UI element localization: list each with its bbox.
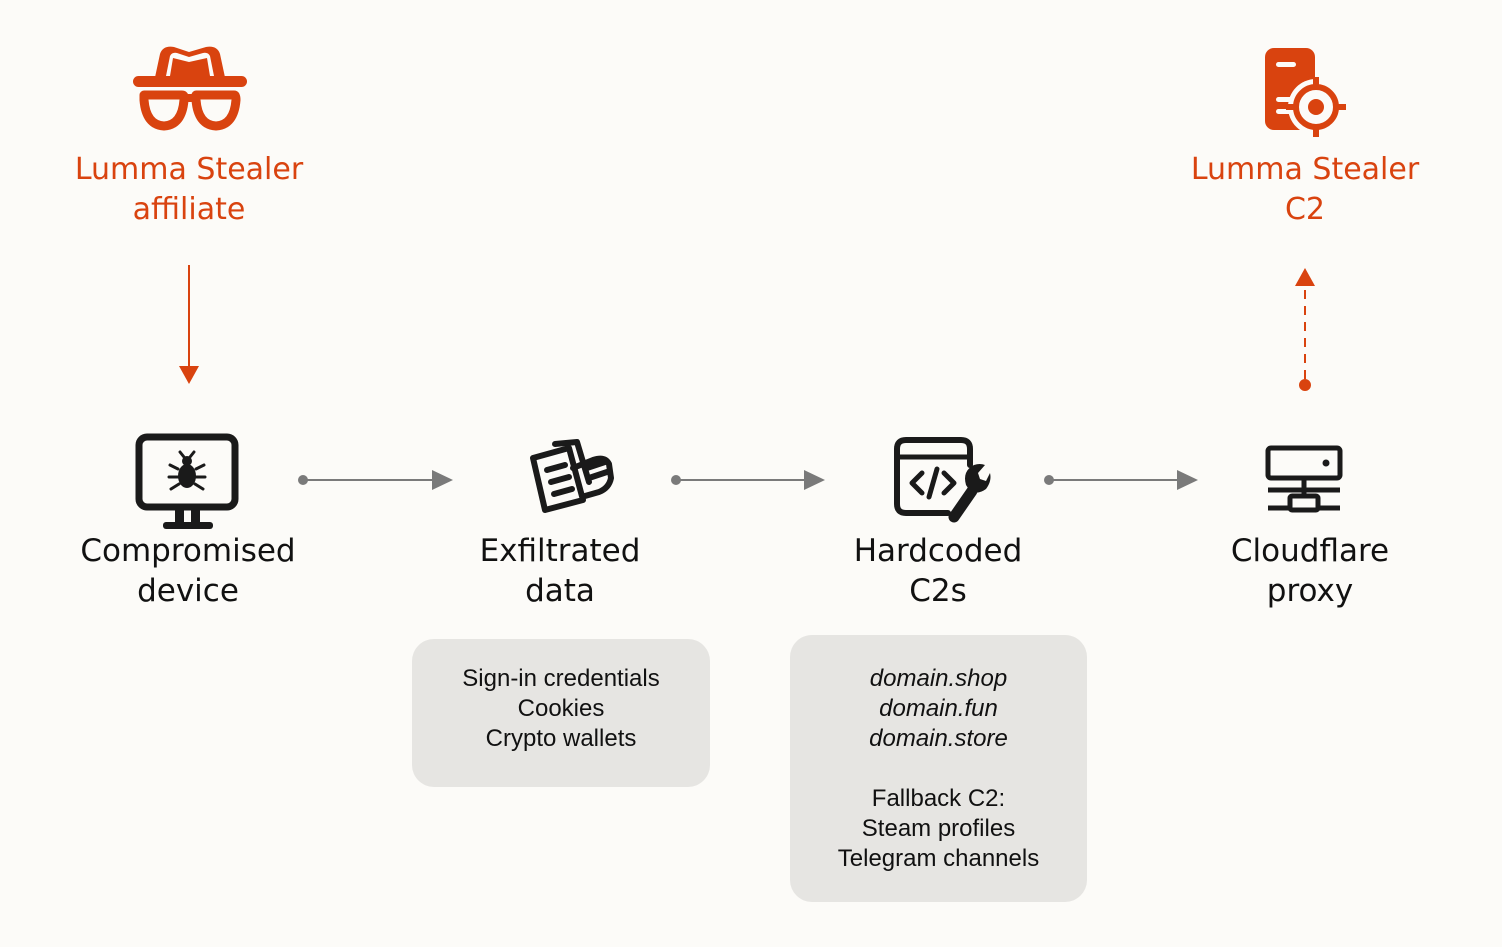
c2s-to-proxy-arrow (1044, 470, 1198, 490)
fallback-c2-title: Fallback C2: (871, 785, 1006, 812)
exfiltrated-label-line1: Exfiltrated (479, 533, 641, 569)
documents-hand-icon (530, 439, 614, 513)
compromised-label-line1: Compromised (80, 533, 296, 569)
exfil-item-cookies: Cookies (517, 695, 605, 722)
network-server-icon (1265, 445, 1343, 513)
compromised-label-line2: device (137, 573, 239, 609)
hardcoded-label-line2: C2s (909, 573, 967, 609)
exfiltrated-data-label: Exfiltrated data (450, 531, 670, 611)
c2-domain-shop: domain.shop (869, 665, 1008, 692)
proxy-to-c2-arrow (1295, 268, 1315, 391)
fallback-telegram: Telegram channels (837, 845, 1040, 872)
c2-domain-fun: domain.fun (879, 695, 998, 722)
exfiltrated-label-line2: data (525, 573, 595, 609)
spy-icon (133, 46, 247, 131)
hardcoded-label-line1: Hardcoded (853, 533, 1023, 569)
c2-label-line2: C2 (1284, 192, 1326, 227)
code-wrench-icon (894, 437, 991, 523)
affiliate-to-device-arrow (179, 265, 199, 384)
cloudflare-label-line2: proxy (1266, 573, 1354, 609)
exfil-item-credentials: Sign-in credentials (462, 665, 660, 692)
infected-monitor-icon (135, 433, 239, 529)
affiliate-label: Lumma Stealer affiliate (70, 150, 308, 230)
fallback-steam: Steam profiles (861, 815, 1016, 842)
affiliate-label-line2: affiliate (132, 192, 246, 227)
c2-domain-store: domain.store (869, 725, 1008, 752)
cloudflare-label-line1: Cloudflare (1230, 533, 1390, 569)
server-target-icon (1265, 48, 1346, 137)
c2-label: Lumma Stealer C2 (1186, 150, 1424, 230)
device-to-data-arrow (298, 470, 453, 490)
hardcoded-c2s-box: domain.shop domain.fun domain.store Fall… (790, 635, 1087, 902)
exfil-item-wallets: Crypto wallets (485, 725, 637, 752)
box-spacer (790, 754, 1087, 784)
hardcoded-c2s-label: Hardcoded C2s (828, 531, 1048, 611)
exfiltrated-data-box: Sign-in credentials Cookies Crypto walle… (412, 639, 710, 787)
compromised-device-label: Compromised device (68, 531, 308, 611)
c2-label-line1: Lumma Stealer (1190, 152, 1420, 187)
cloudflare-proxy-label: Cloudflare proxy (1200, 531, 1420, 611)
data-to-c2s-arrow (671, 470, 825, 490)
affiliate-label-line1: Lumma Stealer (74, 152, 304, 187)
